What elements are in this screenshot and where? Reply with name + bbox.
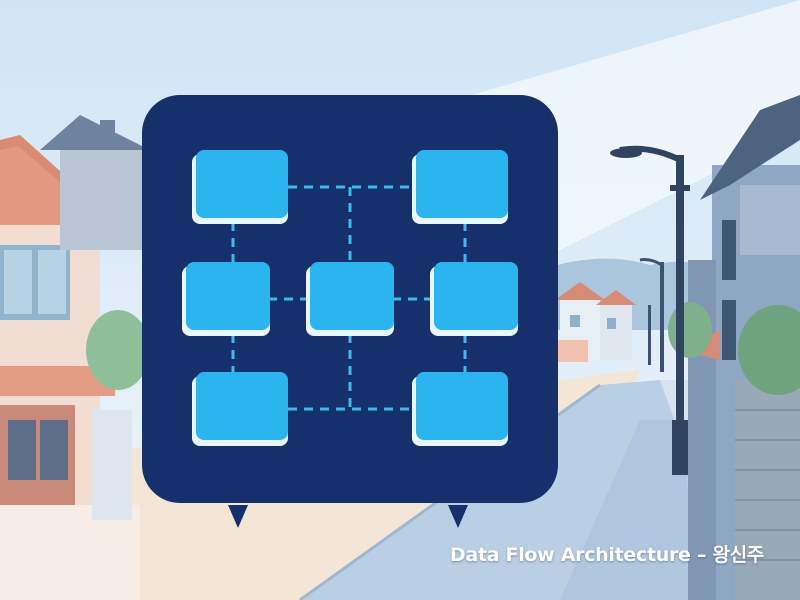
node xyxy=(310,262,394,330)
house-right xyxy=(668,95,800,600)
card-pin-right xyxy=(448,505,468,528)
street-lamp-far xyxy=(639,258,664,372)
diagram-connections xyxy=(231,185,467,411)
node xyxy=(434,262,518,330)
street-lamp-main xyxy=(610,145,690,475)
far-houses-right xyxy=(555,282,636,362)
road-shadow xyxy=(560,420,700,600)
node xyxy=(416,150,508,218)
node xyxy=(196,372,288,440)
card-pin-left xyxy=(228,505,248,528)
node xyxy=(196,150,288,218)
diagram-nodes xyxy=(182,150,518,446)
house-left-back xyxy=(40,115,150,250)
node xyxy=(416,372,508,440)
diagram-card xyxy=(142,95,558,528)
caption-text: Data Flow Architecture – 왕신주 xyxy=(449,544,764,566)
node xyxy=(186,262,270,330)
